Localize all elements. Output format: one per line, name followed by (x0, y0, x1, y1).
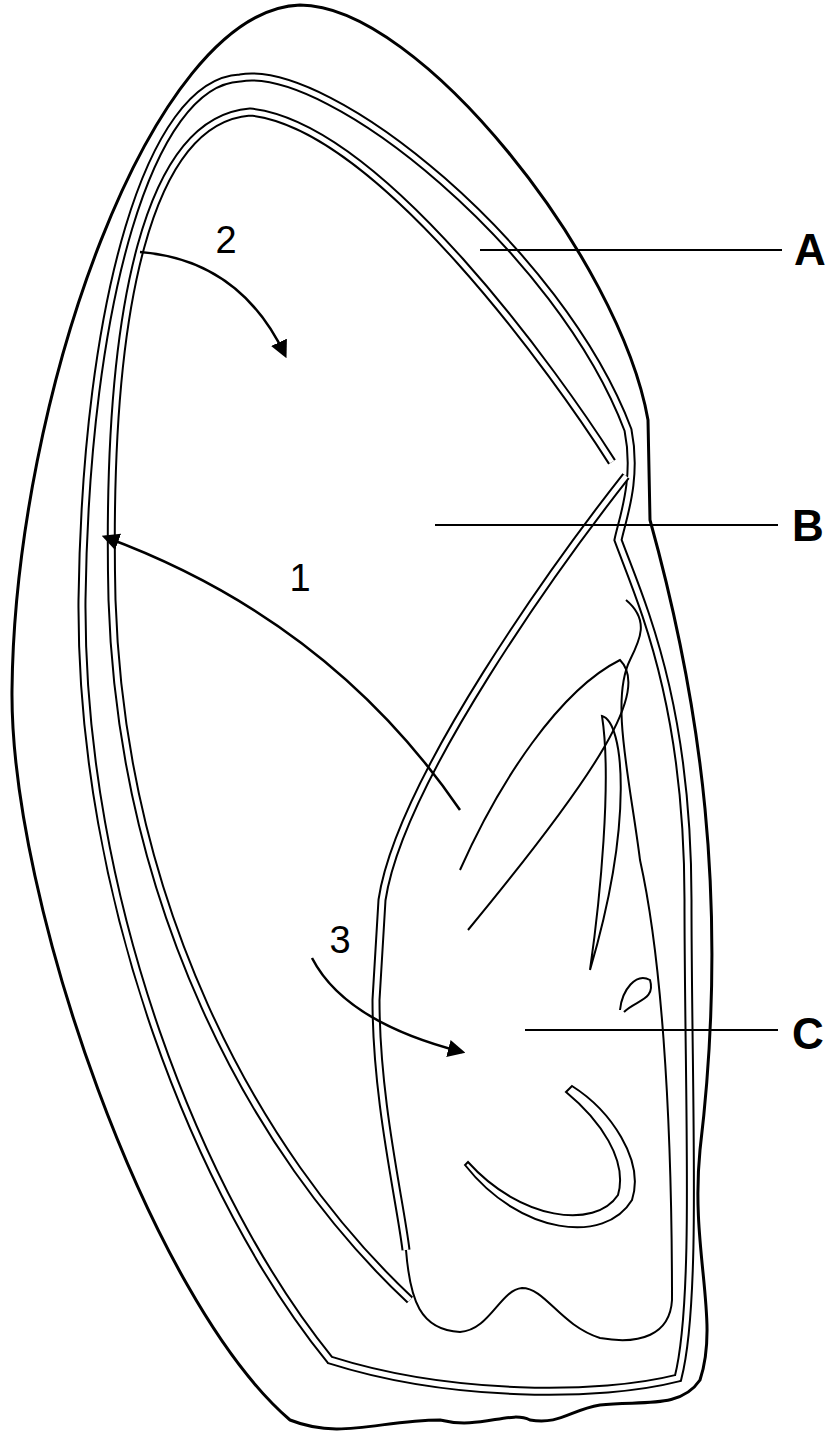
seed-coat (12, 5, 712, 1429)
aleurone-layer (82, 77, 691, 1391)
callout-number: 3 (329, 921, 350, 959)
leader-line (435, 250, 782, 1030)
callout-number: 1 (289, 559, 310, 597)
part-letter: B (792, 504, 824, 548)
part-letter: C (792, 1012, 824, 1056)
flow-arrow (105, 252, 462, 1052)
embryo (406, 600, 672, 1340)
part-letter: A (794, 228, 826, 272)
endosperm-boundary (111, 112, 626, 1300)
callout-number: 2 (215, 221, 236, 259)
